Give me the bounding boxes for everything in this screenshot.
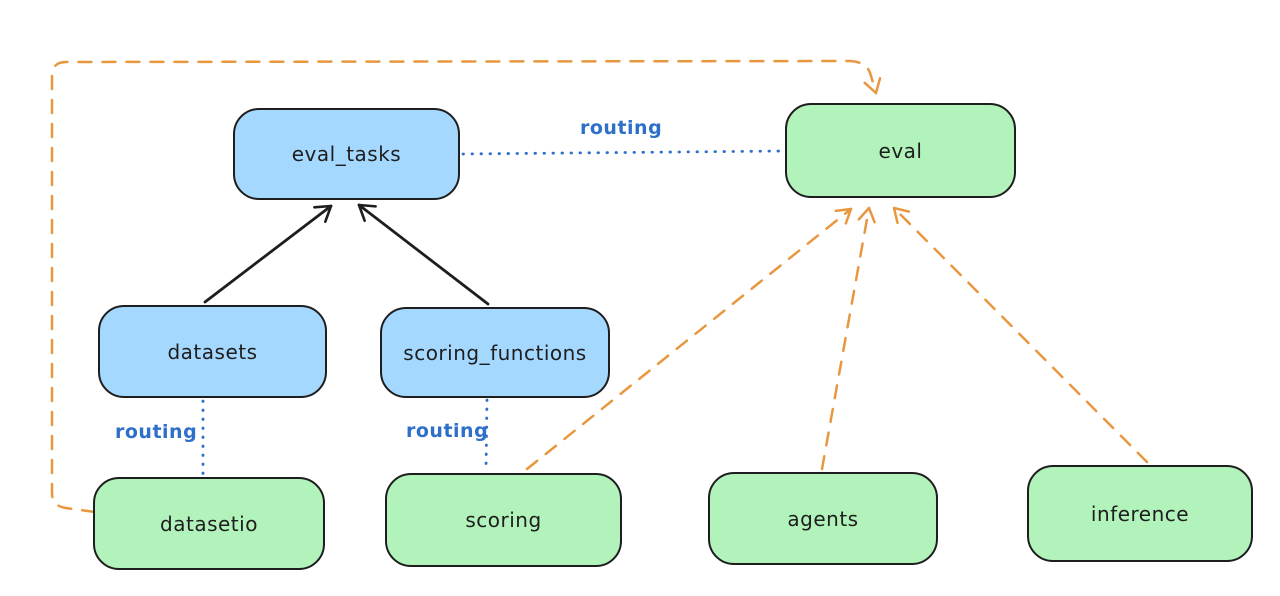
node-inference: inference — [1027, 465, 1253, 562]
edge-datasets-to-eval-tasks — [203, 204, 333, 304]
node-scoring-functions: scoring_functions — [380, 307, 610, 398]
node-agents-label: agents — [787, 506, 859, 531]
edge-scoring-functions-to-eval-tasks — [357, 203, 490, 306]
routing-label-eval-tasks-eval: routing — [580, 117, 663, 139]
node-scoring-label: scoring — [465, 508, 542, 532]
edge-inference-to-eval — [892, 206, 1149, 464]
edge-eval-tasks-to-eval-routing — [461, 149, 788, 156]
node-eval: eval — [785, 103, 1016, 198]
node-eval-tasks-label: eval_tasks — [291, 142, 402, 166]
node-datasetio-label: datasetio — [160, 511, 258, 536]
routing-label-datasets-datasetio: routing — [115, 421, 198, 443]
node-agents: agents — [708, 472, 938, 565]
node-datasetio: datasetio — [93, 477, 325, 570]
node-eval-label: eval — [878, 138, 923, 163]
edge-datasetio-to-eval-around — [50, 59, 882, 514]
node-datasets: datasets — [98, 305, 327, 398]
edge-agents-to-eval — [820, 206, 876, 471]
routing-label-scoring-functions-scoring: routing — [406, 420, 489, 442]
node-inference-label: inference — [1090, 501, 1190, 526]
node-datasets-label: datasets — [167, 339, 258, 364]
node-scoring-functions-label: scoring_functions — [403, 340, 587, 365]
node-eval-tasks: eval_tasks — [233, 108, 460, 200]
node-scoring: scoring — [385, 473, 622, 567]
